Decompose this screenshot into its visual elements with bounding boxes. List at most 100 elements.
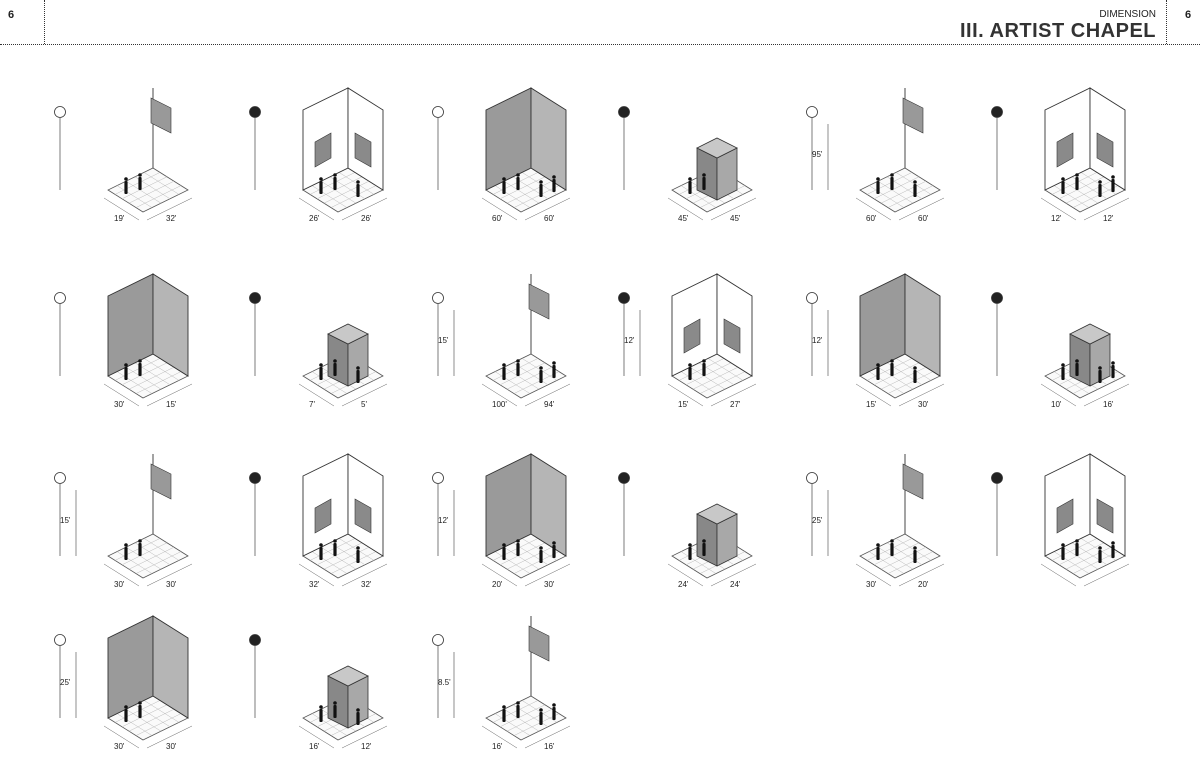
person-figure <box>913 546 917 550</box>
person-figure <box>1075 539 1079 543</box>
person-figure <box>890 543 894 556</box>
dimension-label-b: 16' <box>544 742 555 751</box>
person-figure <box>319 543 323 547</box>
person-figure <box>124 363 128 367</box>
dimension-label-a: 16' <box>309 742 320 751</box>
dimension-line-a <box>481 563 518 587</box>
back-wall-right <box>152 615 189 719</box>
person-figure <box>319 181 323 194</box>
dimension-line-b <box>710 197 757 221</box>
diagram-drawing <box>432 453 571 587</box>
dimension-line-a <box>855 197 892 221</box>
page-header: 6 6 DIMENSION III. ARTIST CHAPEL <box>0 0 1200 46</box>
person-figure <box>552 361 556 365</box>
dimension-label-a: 24' <box>678 580 689 589</box>
artwork-panel <box>1096 132 1114 168</box>
dimension-label-b: 45' <box>730 214 741 223</box>
dimension-line-a <box>298 725 335 749</box>
person-figure <box>319 363 323 367</box>
artwork-panel <box>1096 498 1114 534</box>
person-figure <box>319 709 323 722</box>
person-figure <box>516 177 520 190</box>
person-figure <box>913 366 917 370</box>
dimension-label-b: 12' <box>361 742 372 751</box>
cube-top-face <box>696 503 738 525</box>
section-label: DIMENSION <box>1099 9 1156 20</box>
light-bulb-icon <box>249 106 261 118</box>
person-figure <box>319 367 323 380</box>
dimension-line-a <box>1040 563 1077 587</box>
dimension-line-b <box>1083 197 1130 221</box>
light-bulb-icon <box>806 292 818 304</box>
divider-left <box>44 0 45 44</box>
person-figure <box>702 363 706 376</box>
person-figure <box>1075 173 1079 177</box>
person-figure <box>876 543 880 547</box>
dimension-label-height: 25' <box>60 678 71 687</box>
person-figure <box>516 701 520 705</box>
person-figure <box>552 365 556 378</box>
diagram-18 <box>985 428 1175 598</box>
person-figure <box>702 359 706 363</box>
dimension-label-a: 30' <box>866 580 877 589</box>
diagram-14: 32'32' <box>243 428 433 598</box>
dimension-line-a <box>481 383 518 407</box>
person-figure <box>502 543 506 547</box>
person-figure <box>552 541 556 545</box>
diagram-drawing <box>54 273 193 407</box>
dimension-line-b <box>898 197 945 221</box>
diagram-drawing <box>991 453 1130 587</box>
person-figure <box>516 173 520 177</box>
diagram-drawing <box>249 634 388 749</box>
person-figure <box>539 708 543 712</box>
person-figure <box>876 181 880 194</box>
person-figure <box>890 177 894 190</box>
person-figure <box>890 359 894 363</box>
dimension-line-b <box>898 383 945 407</box>
person-figure <box>539 712 543 725</box>
person-figure <box>138 173 142 177</box>
floor-plane <box>859 533 941 579</box>
diagram-16: 24'24' <box>612 428 802 598</box>
header-rule <box>0 44 1200 45</box>
person-figure <box>1075 363 1079 376</box>
dimension-label-b: 30' <box>918 400 929 409</box>
light-bulb-icon <box>991 106 1003 118</box>
back-wall-right <box>152 273 189 377</box>
person-figure <box>552 545 556 558</box>
person-figure <box>702 173 706 177</box>
diagram-20: 16' 12' <box>243 590 433 760</box>
diagram-drawing <box>618 106 757 221</box>
floor-grid <box>114 700 182 736</box>
diagram-2: 26'26' <box>243 62 433 232</box>
dimension-line-a <box>1040 197 1077 221</box>
diagram-8: 7'5' <box>243 248 433 418</box>
dimension-line-a <box>481 197 518 221</box>
person-figure <box>539 180 543 184</box>
person-figure <box>1111 179 1115 192</box>
person-figure <box>539 370 543 383</box>
divider-right <box>1166 0 1167 44</box>
dimension-label-a: 60' <box>866 214 877 223</box>
diagram-drawing <box>54 88 193 221</box>
dimension-line-b <box>710 383 757 407</box>
dimension-label-height: 12' <box>438 516 449 525</box>
person-figure <box>516 539 520 543</box>
dimension-label-b: 15' <box>166 400 177 409</box>
dimension-label-a: 12' <box>1051 214 1062 223</box>
dimension-label-height: 25' <box>812 516 823 525</box>
person-figure <box>688 363 692 367</box>
person-figure <box>124 181 128 194</box>
dimension-label-a: 32' <box>309 580 320 589</box>
light-bulb-icon <box>806 106 818 118</box>
dimension-label-b: 27' <box>730 400 741 409</box>
person-figure <box>124 547 128 560</box>
diagram-4: 45'45' <box>612 62 802 232</box>
artwork-panel <box>150 97 172 134</box>
dimension-line-a <box>667 383 704 407</box>
dimension-line-a <box>103 383 140 407</box>
artwork-panel <box>1056 498 1074 534</box>
person-figure <box>539 546 543 550</box>
person-figure <box>319 547 323 560</box>
artwork-panel <box>314 498 332 534</box>
